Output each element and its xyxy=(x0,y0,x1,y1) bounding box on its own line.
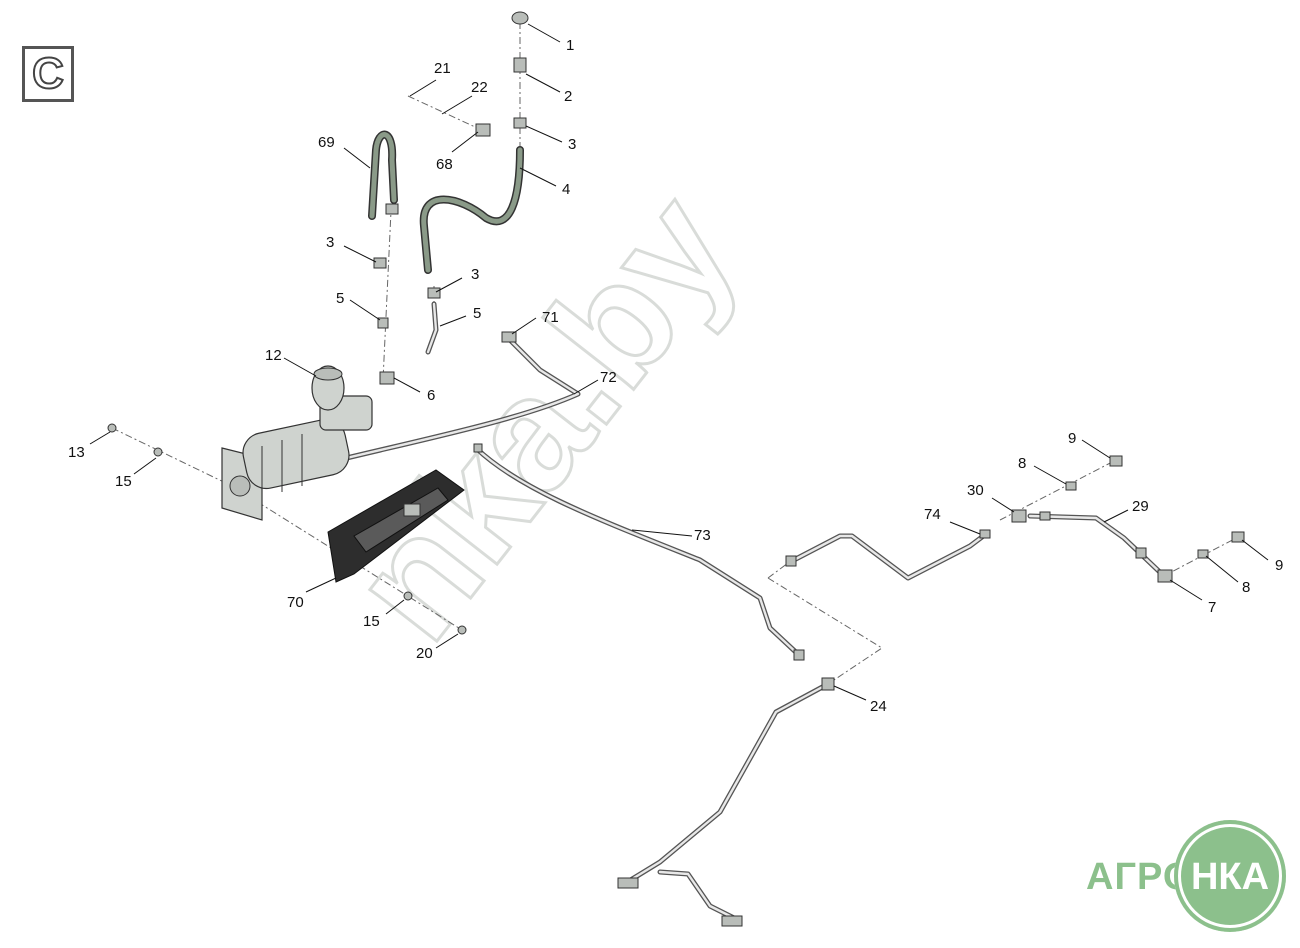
callout-68: 68 xyxy=(436,156,453,173)
brand-circle: НКА xyxy=(1174,820,1286,932)
callout-21: 21 xyxy=(434,60,451,77)
callout-15-bottom: 15 xyxy=(363,613,380,630)
section-letter: C xyxy=(31,49,65,98)
watermark-text: nka.by xyxy=(316,161,769,671)
callout-22: 22 xyxy=(471,79,488,96)
callout-12: 12 xyxy=(265,347,282,364)
callout-6: 6 xyxy=(427,387,435,404)
section-label-box: C xyxy=(22,46,74,102)
callouts: 1 2 3 4 21 22 68 69 3 3 5 5 71 12 6 72 1… xyxy=(68,37,1283,715)
callout-71: 71 xyxy=(542,309,559,326)
master-cylinder xyxy=(221,365,373,521)
brand-right-text: НКА xyxy=(1190,856,1270,898)
callout-29: 29 xyxy=(1132,498,1149,515)
watermark: nka.by xyxy=(314,160,770,673)
bracket xyxy=(327,469,465,583)
callout-8-top: 8 xyxy=(1018,455,1026,472)
callout-5-left: 5 xyxy=(336,290,344,307)
callout-15-left: 15 xyxy=(115,473,132,490)
callout-73: 73 xyxy=(694,527,711,544)
hoses xyxy=(368,130,524,274)
callout-24: 24 xyxy=(870,698,887,715)
callout-2: 2 xyxy=(564,88,572,105)
callout-13: 13 xyxy=(68,444,85,461)
fittings xyxy=(107,11,1245,927)
callout-7: 7 xyxy=(1208,599,1216,616)
callout-9-top: 9 xyxy=(1068,430,1076,447)
callout-3-left: 3 xyxy=(326,234,334,251)
callout-5-right: 5 xyxy=(473,305,481,322)
callout-70: 70 xyxy=(287,594,304,611)
callout-8-bottom: 8 xyxy=(1242,579,1250,596)
callout-74: 74 xyxy=(924,506,941,523)
callout-3-right: 3 xyxy=(471,266,479,283)
callout-1: 1 xyxy=(566,37,574,54)
callout-3: 3 xyxy=(568,136,576,153)
callout-9-bottom: 9 xyxy=(1275,557,1283,574)
callout-4: 4 xyxy=(562,181,570,198)
callout-20: 20 xyxy=(416,645,433,662)
callout-72: 72 xyxy=(600,369,617,386)
callout-69: 69 xyxy=(318,134,335,151)
brand-logo: АГРО НКА xyxy=(1086,818,1286,936)
leader-lines xyxy=(89,23,1269,701)
callout-30: 30 xyxy=(967,482,984,499)
